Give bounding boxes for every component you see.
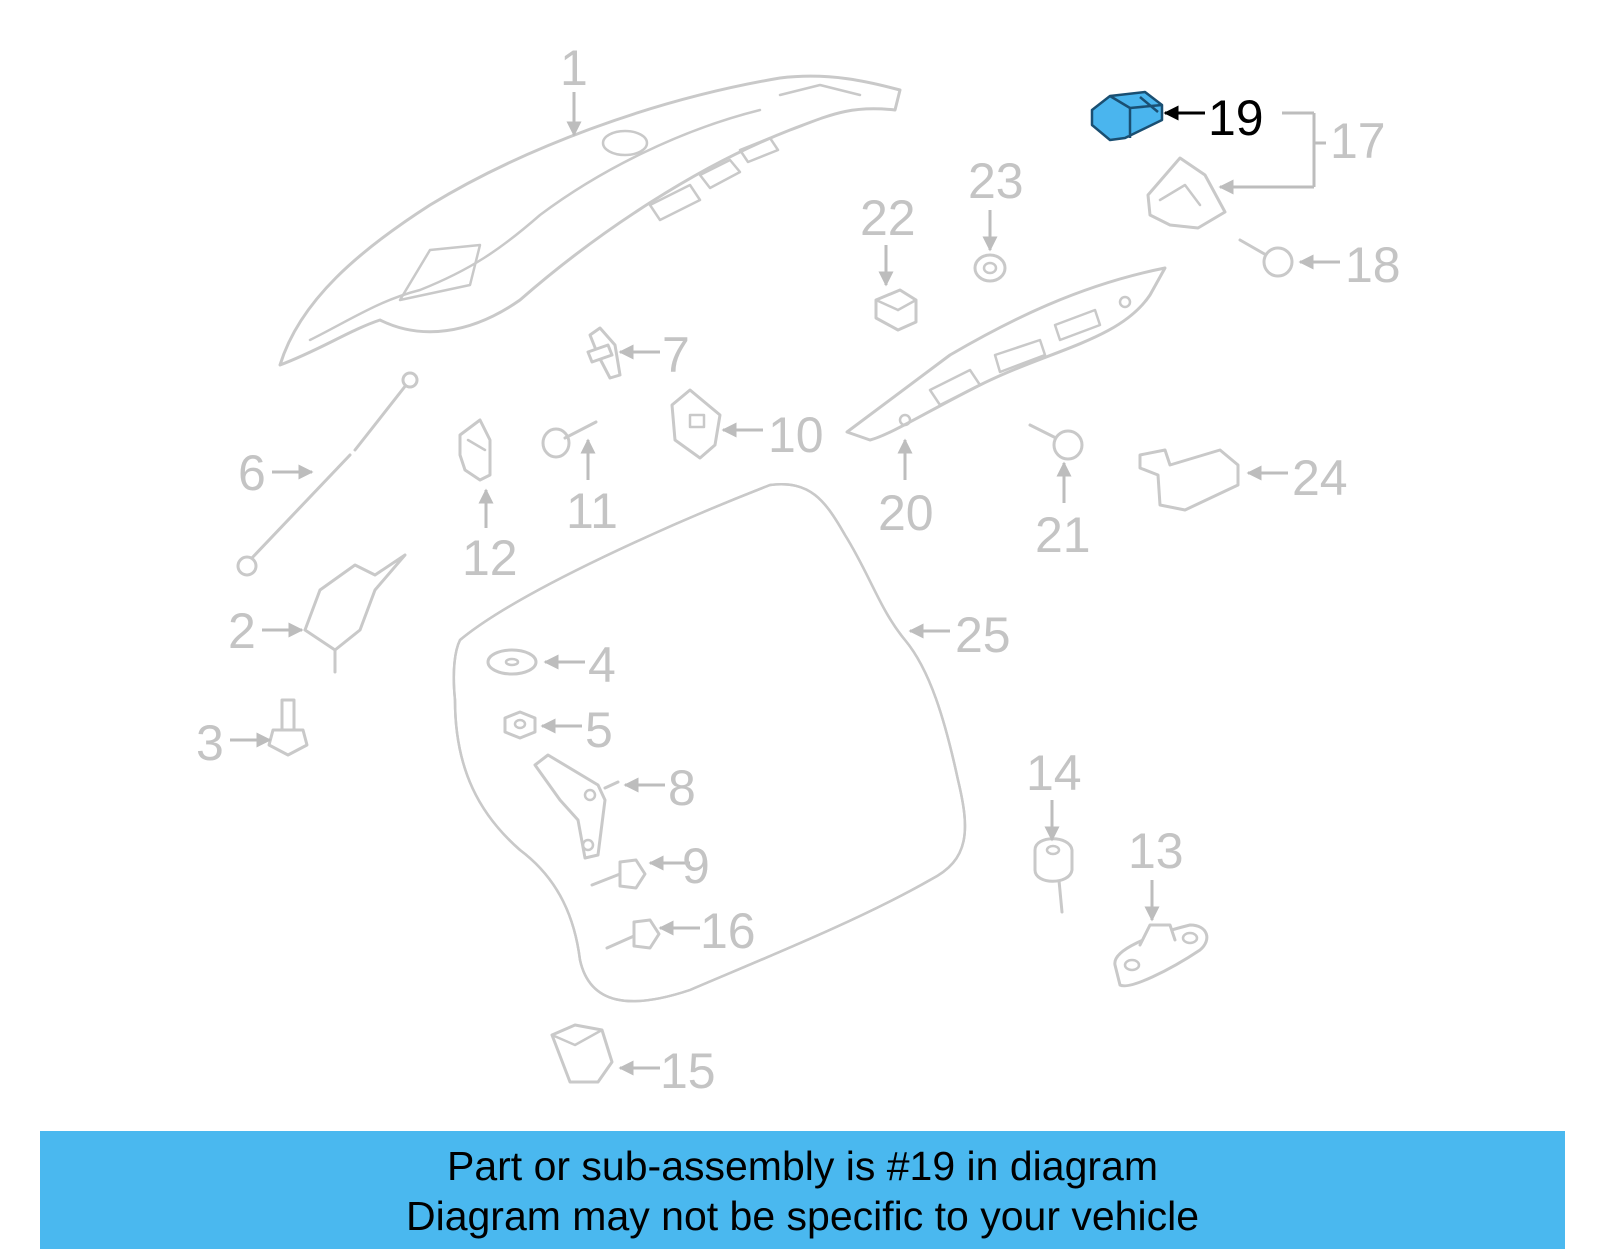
callout-4: 4 — [588, 637, 616, 693]
callout-6: 6 — [238, 445, 266, 501]
part-22-clip — [874, 288, 918, 332]
part-12-clip — [458, 418, 492, 482]
callout-20: 20 — [878, 485, 934, 541]
callout-22: 22 — [860, 190, 916, 246]
callout-12: 12 — [462, 530, 518, 586]
callout-13: 13 — [1128, 823, 1184, 879]
parts-diagram: 1 6 2 3 12 7 11 — [196, 40, 1401, 1099]
callout-10: 10 — [768, 407, 824, 463]
callout-25: 25 — [955, 607, 1011, 663]
callout-23: 23 — [968, 153, 1024, 209]
part-10-lock-bracket — [670, 388, 722, 460]
part-18-bolt — [1238, 238, 1294, 278]
part-19-highlighted — [1090, 90, 1164, 142]
part-13-striker — [1113, 923, 1209, 988]
part-20-trim-panel — [845, 266, 1167, 442]
banner-part-notice: Part or sub-assembly is #19 in diagram — [447, 1143, 1158, 1189]
part-11-screw — [541, 420, 598, 459]
part-1-trunk-lid — [278, 74, 902, 367]
callout-18: 18 — [1345, 237, 1401, 293]
callout-21: 21 — [1035, 507, 1091, 563]
part-21-bolt — [1028, 423, 1084, 461]
part-24-connector — [1138, 448, 1240, 512]
part-25-weatherstrip — [452, 483, 967, 1003]
callout-11: 11 — [566, 483, 618, 539]
callout-17: 17 — [1330, 113, 1386, 169]
callout-2: 2 — [228, 603, 256, 659]
part-2-bracket — [303, 553, 407, 674]
info-banner: Part or sub-assembly is #19 in diagram D… — [40, 1131, 1565, 1249]
callout-16: 16 — [700, 903, 756, 959]
callout-24: 24 — [1292, 450, 1348, 506]
callout-1: 1 — [560, 40, 588, 96]
banner-disclaimer: Diagram may not be specific to your vehi… — [405, 1193, 1199, 1239]
part-14-bump-stop — [1033, 837, 1074, 914]
callout-7: 7 — [662, 327, 690, 383]
part-6-lift-strut — [236, 371, 419, 577]
callout-5: 5 — [585, 702, 613, 758]
callout-8: 8 — [668, 760, 696, 816]
callout-19: 19 — [1208, 90, 1264, 146]
part-8-hinge — [533, 753, 620, 860]
part-5-nut — [503, 710, 537, 740]
callout-3: 3 — [196, 715, 224, 771]
part-17-latch — [1146, 156, 1227, 230]
part-15-bumper — [550, 1023, 614, 1084]
part-9-bolt — [590, 858, 647, 890]
callout-14: 14 — [1026, 745, 1082, 801]
part-3-bolt — [267, 698, 309, 757]
part-23-nut — [973, 253, 1007, 283]
part-7-push-pin — [586, 326, 622, 380]
callout-15: 15 — [660, 1043, 716, 1099]
part-16-bolt — [605, 918, 661, 950]
callout-9: 9 — [682, 838, 710, 894]
part-4-washer — [486, 648, 538, 676]
